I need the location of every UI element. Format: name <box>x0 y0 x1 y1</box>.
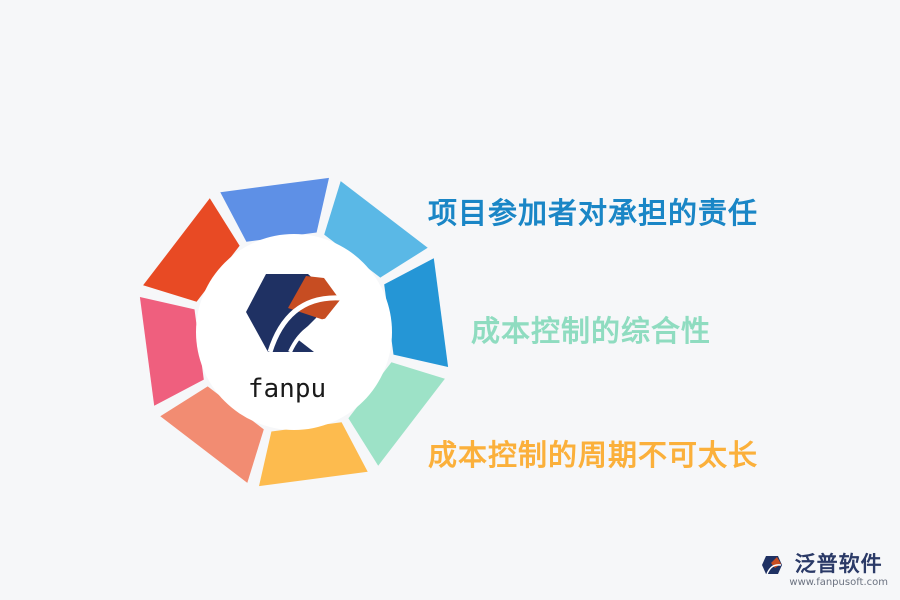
octagon-segment <box>139 297 204 406</box>
brand-logo-icon <box>762 556 783 575</box>
item-cycle: 成本控制的周期不可太长 <box>428 438 759 472</box>
brand-url: www.fanpusoft.com <box>789 577 888 588</box>
item-responsibility: 项目参加者对承担的责任 <box>428 196 759 230</box>
octagon-segment <box>384 258 449 367</box>
item-comprehensiveness: 成本控制的综合性 <box>471 314 712 348</box>
brand-name: 泛普软件 <box>794 552 883 576</box>
brand-watermark: 泛普软件 www.fanpusoft.com <box>761 551 888 589</box>
octagon-segment <box>259 422 368 487</box>
center-label: fanpu <box>248 374 326 404</box>
octagon-segment <box>220 177 329 242</box>
fanpu-logo-icon <box>246 274 341 353</box>
